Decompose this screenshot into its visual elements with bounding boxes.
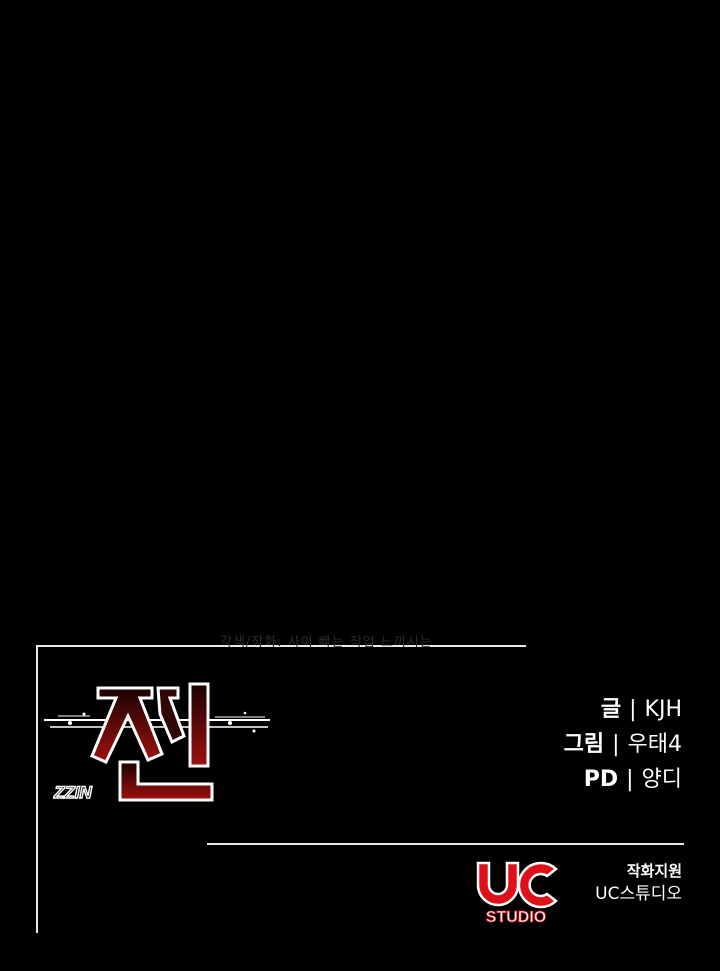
support-name: UC스튜디오 xyxy=(595,884,682,904)
support-block: 작화지원 UC스튜디오 xyxy=(595,860,682,906)
credit-role: 그림 xyxy=(563,732,605,757)
uc-studio-logo: STUDIO xyxy=(476,861,558,926)
credit-row-pd: PD | 양디 xyxy=(564,762,682,797)
credit-row-artist: 그림 | 우태4 xyxy=(564,727,682,762)
credit-name: KJH xyxy=(644,697,682,722)
credit-separator: | xyxy=(612,732,620,757)
frame-top-line xyxy=(36,645,526,647)
credit-separator: | xyxy=(626,767,634,792)
support-label: 작화지원 xyxy=(626,862,682,880)
studio-logo-text: STUDIO xyxy=(486,909,546,926)
logo-subtitle: ZZIN xyxy=(53,783,92,802)
credits-block: 글 | KJH 그림 | 우태4 PD | 양디 xyxy=(564,692,682,797)
credits-divider xyxy=(207,843,684,845)
credit-separator: | xyxy=(629,697,637,722)
credit-row-writer: 글 | KJH xyxy=(564,692,682,727)
credit-name: 우태4 xyxy=(627,732,682,757)
credit-role: 글 xyxy=(600,697,622,722)
credit-role: PD xyxy=(583,767,619,792)
credit-name: 양디 xyxy=(641,767,682,792)
zzin-logo: ZZIN xyxy=(44,682,270,803)
frame-left-line xyxy=(36,645,38,933)
faint-background-text: 각색/작화: 사이 빠는 작업 느끼시는 xyxy=(220,635,433,650)
